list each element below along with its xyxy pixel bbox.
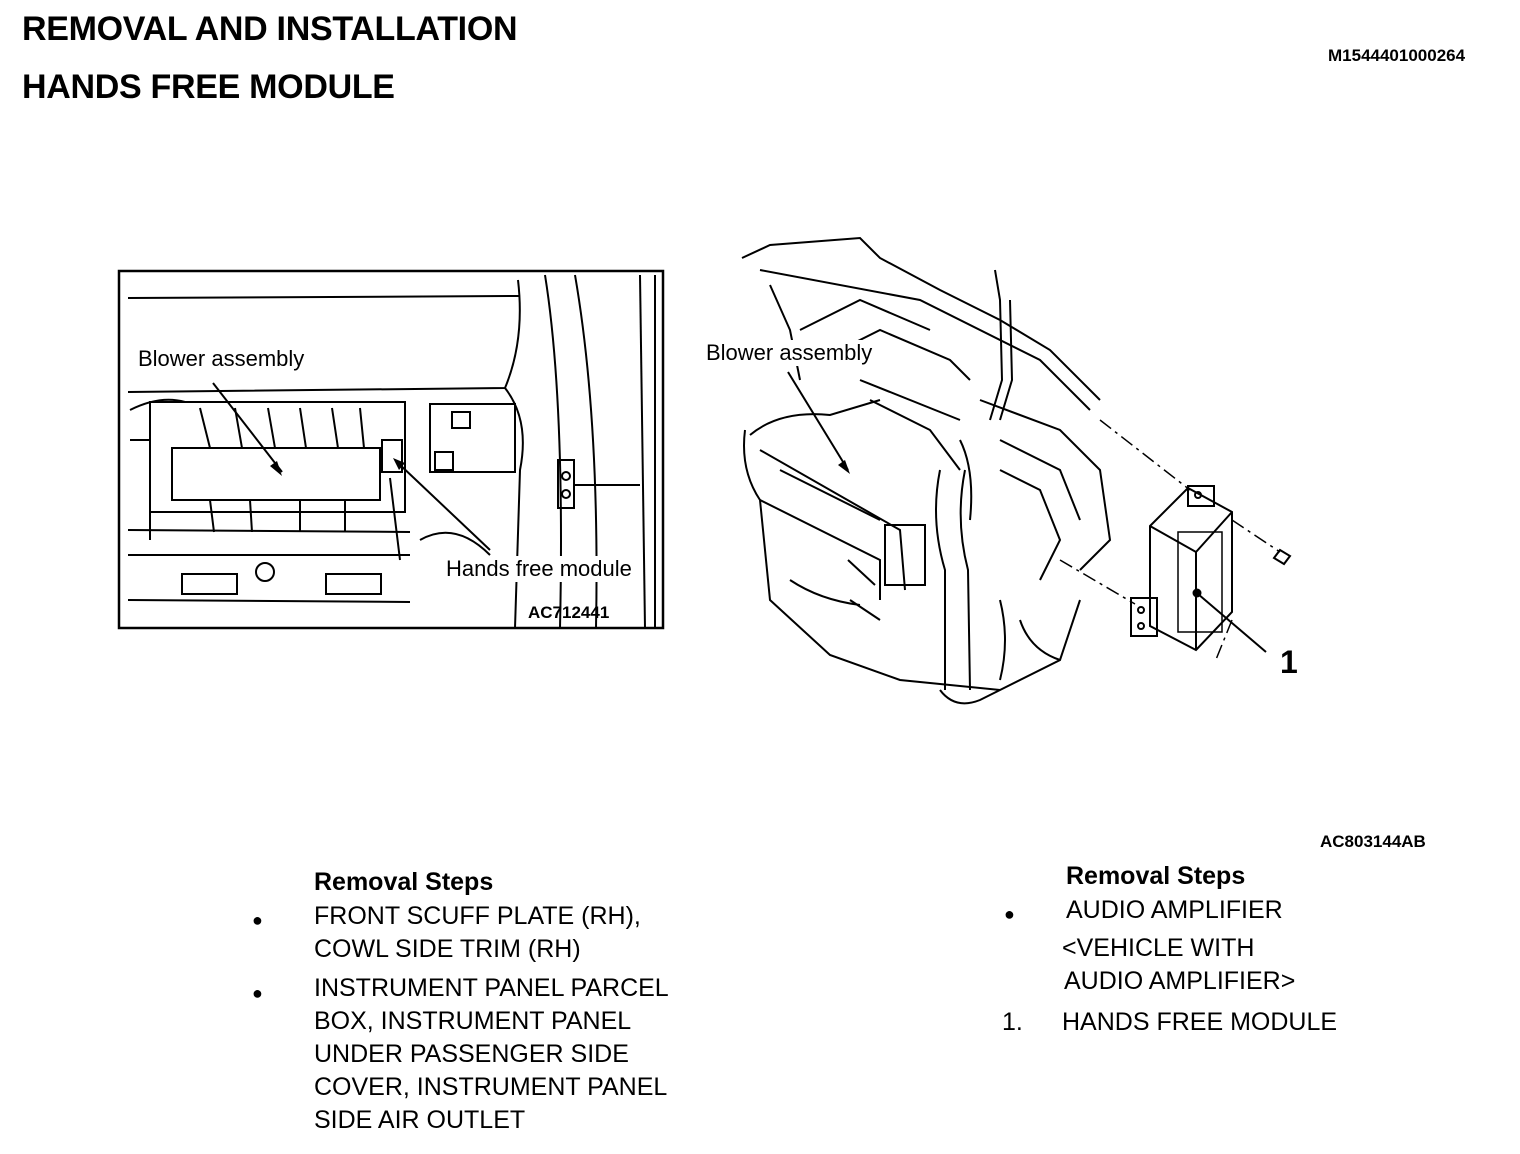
left-step-1-line-2: COWL SIDE TRIM (RH)	[314, 935, 581, 963]
left-step-2-line-3: UNDER PASSENGER SIDE	[314, 1040, 629, 1068]
inset-label-blower-assembly: Blower assembly	[138, 346, 305, 371]
left-step-2-bullet: ●	[252, 983, 263, 1003]
right-step-a-line-3: AUDIO AMPLIFIER>	[1064, 967, 1296, 995]
left-step-1-line-1: FRONT SCUFF PLATE (RH),	[314, 902, 641, 930]
right-steps-title: Removal Steps	[1066, 862, 1246, 890]
page-title-line2: HANDS FREE MODULE	[22, 68, 395, 106]
page-title-line1: REMOVAL AND INSTALLATION	[22, 10, 518, 48]
right-step-a-line-1: AUDIO AMPLIFIER	[1066, 896, 1283, 924]
inset-label-hands-free-module: Hands free module	[444, 556, 634, 582]
left-step-2-line-5: SIDE AIR OUTLET	[314, 1106, 526, 1134]
left-steps-title: Removal Steps	[314, 868, 494, 896]
document-id: M1544401000264	[1328, 46, 1466, 65]
main-label-blower-assembly: Blower assembly	[704, 340, 875, 366]
main-figure-drawing	[741, 236, 1292, 705]
left-step-1-bullet: ●	[252, 910, 263, 930]
right-step-a-bullet: ●	[1004, 904, 1015, 924]
callout-number-1: 1	[1280, 644, 1298, 680]
right-step-a-line-2: <VEHICLE WITH	[1062, 934, 1255, 962]
left-step-2-line-1: INSTRUMENT PANEL PARCEL	[314, 974, 669, 1002]
inset-figure-id: AC712441	[528, 603, 610, 622]
right-step-1-number: 1.	[1002, 1008, 1023, 1036]
right-step-1-line-1: HANDS FREE MODULE	[1062, 1008, 1338, 1036]
main-figure-id: AC803144AB	[1320, 832, 1426, 851]
left-step-2-line-2: BOX, INSTRUMENT PANEL	[314, 1007, 632, 1035]
left-step-2-line-4: COVER, INSTRUMENT PANEL	[314, 1073, 668, 1101]
